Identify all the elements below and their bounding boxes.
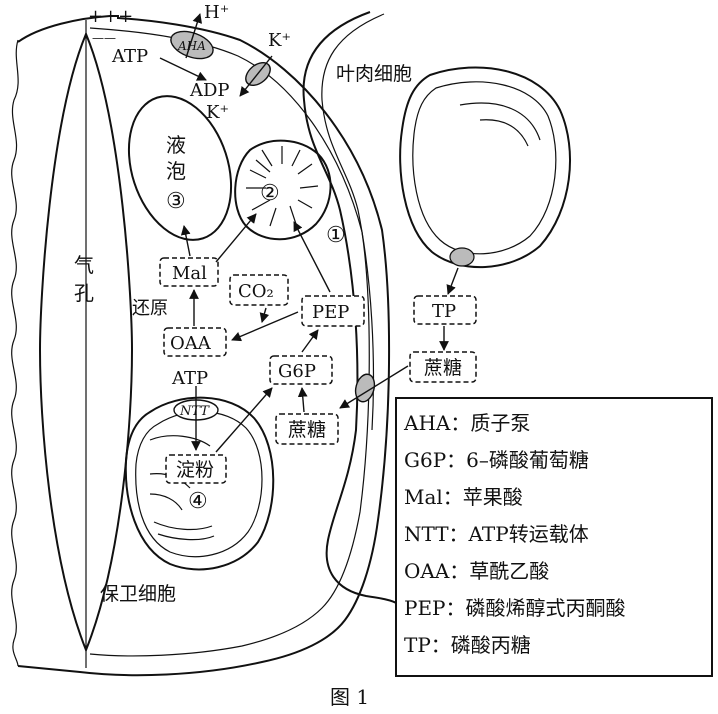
guard-thylakoid-4 xyxy=(153,521,213,531)
legend-entry: TP：磷酸丙糖 xyxy=(404,633,531,657)
arrow-sucrose-into-guard xyxy=(339,365,409,409)
mesophyll-thylakoid-2 xyxy=(479,119,529,147)
legend-entry: Mal：苹果酸 xyxy=(404,485,523,509)
adp-label: ADP xyxy=(189,80,230,101)
guard-cell-label: 保卫细胞 xyxy=(100,583,176,605)
aha-pump xyxy=(170,30,214,60)
k-ion-outside-label: K⁺ xyxy=(268,30,291,51)
chloroplast-number: ④ xyxy=(188,489,208,514)
vacuole-label-2: 泡 xyxy=(166,159,186,183)
arrow-starch-g6p xyxy=(215,387,273,453)
starch-label: 淀粉 xyxy=(176,459,214,481)
legend-entry: AHA：质子泵 xyxy=(403,411,530,435)
arrow-mal-mito xyxy=(215,213,257,263)
ntt-label: NTT xyxy=(179,404,210,419)
k-ion-inside-label: K⁺ xyxy=(206,102,229,123)
legend-entry: NTT：ATP转运载体 xyxy=(404,522,589,546)
vacuole xyxy=(127,95,233,241)
tp-transporter xyxy=(449,247,475,267)
arrow-g6p-pep xyxy=(301,329,319,353)
stoma-label-1: 气 xyxy=(74,253,94,277)
legend-entry: G6P：6–磷酸葡萄糖 xyxy=(404,448,589,472)
arrow-atp-adp xyxy=(159,57,207,81)
pep-label: PEP xyxy=(312,302,349,323)
tp-box xyxy=(413,295,477,325)
mesophyll-cell-outline xyxy=(302,11,399,605)
tp-label: TP xyxy=(432,301,456,322)
guard-thylakoid-5 xyxy=(157,533,215,541)
guard-chloroplast-inner xyxy=(135,411,263,558)
left-wavy-edge xyxy=(11,39,19,667)
oaa-box xyxy=(163,327,227,357)
arrow-pep-oaa xyxy=(231,311,299,342)
sucrose-left-label: 蔗糖 xyxy=(288,419,326,441)
co2-box xyxy=(229,274,289,306)
legend-rows: AHA：质子泵 G6P：6–磷酸葡萄糖 Mal：苹果酸 NTT：ATP转运载体 OAA：… xyxy=(403,411,626,657)
membrane-charges-label: +++ xyxy=(88,6,133,27)
sucrose-left-box xyxy=(275,413,339,445)
legend-border xyxy=(395,397,713,677)
vacuole-label-1: 液 xyxy=(166,133,186,157)
h-ion-label: H⁺ xyxy=(204,2,229,23)
mesophyll-thylakoid-1 xyxy=(459,102,541,141)
sucrose-right-label: 蔗糖 xyxy=(424,357,462,379)
mesophyll-cell-inner xyxy=(321,13,385,431)
legend: AHA：质子泵 G6P：6–磷酸葡萄糖 Mal：苹果酸 NTT：ATP转运载体 OAA：… xyxy=(395,397,713,677)
figure-caption: 图 1 xyxy=(330,685,369,709)
sucrose-right-box xyxy=(409,351,477,383)
mitochondrion-number: ② xyxy=(260,181,280,206)
mitochondrion-cristae xyxy=(246,146,319,227)
vacuole-number: ③ xyxy=(166,189,186,214)
arrow-sucrose-g6p xyxy=(297,387,308,413)
mal-box xyxy=(159,257,219,287)
arrow-transporter-tp xyxy=(446,267,459,295)
arrow-mal-vacuole xyxy=(180,225,191,257)
mesophyll-label: 叶肉细胞 xyxy=(336,63,412,85)
atp-top-label: ATP xyxy=(111,46,148,67)
g6p-label: G6P xyxy=(278,361,316,382)
g6p-box xyxy=(269,355,333,385)
legend-entry: PEP：磷酸烯醇式丙酮酸 xyxy=(404,596,626,620)
aha-label: AHA xyxy=(177,39,206,53)
atp-ntt-label: ATP xyxy=(171,368,208,389)
guard-cell-inner-wall xyxy=(89,27,370,657)
guard-thylakoid-1 xyxy=(149,435,211,447)
pep-box xyxy=(301,295,365,327)
membrane-minus-label: —— xyxy=(92,31,116,45)
oaa-label: OAA xyxy=(170,333,212,354)
reduction-label: 还原 xyxy=(132,298,168,319)
arrow-h-out xyxy=(185,13,202,59)
mal-label: Mal xyxy=(172,263,207,284)
stoma-label-2: 孔 xyxy=(74,281,94,305)
mitochondrion-outer xyxy=(234,139,332,241)
mesophyll-chloroplast-inner xyxy=(412,81,557,255)
arrow-pep-mito xyxy=(293,221,331,293)
guard-thylakoid-3 xyxy=(149,493,183,511)
co2-label: CO₂ xyxy=(238,281,274,302)
legend-entry: OAA：草酰乙酸 xyxy=(404,559,549,583)
arrow-k-in xyxy=(239,55,273,97)
guard-chloroplast-outer xyxy=(124,396,275,571)
guard-cell-outer-wall xyxy=(17,15,391,677)
mesophyll-chloroplast-outer xyxy=(399,66,572,269)
cytoplasm-number: ① xyxy=(326,223,346,248)
starch-box xyxy=(165,454,227,484)
arrow-co2-merge xyxy=(259,307,270,323)
